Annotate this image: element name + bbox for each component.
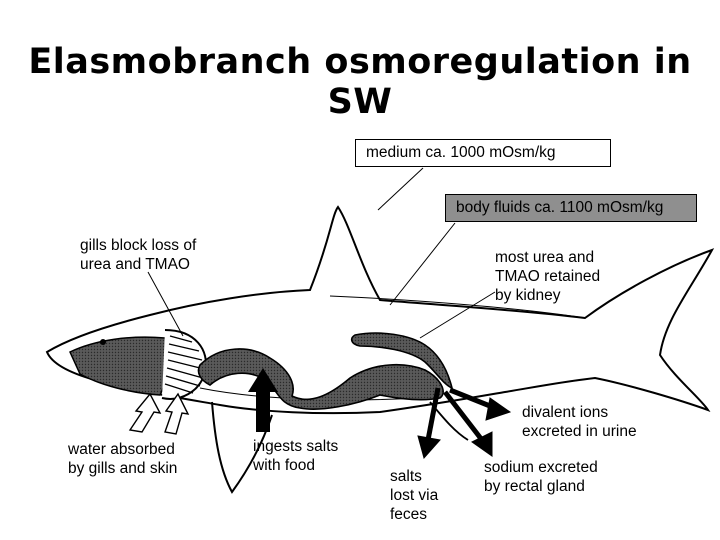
diagram-title: Elasmobranch osmoregulation in SW: [28, 42, 692, 122]
body-fluids-osmolality-box: body fluids ca. 1100 mOsm/kg: [445, 194, 697, 222]
water-absorbed-label: water absorbed by gills and skin: [68, 441, 178, 477]
ingest-arrow: [248, 368, 278, 432]
digestive-tract: [197, 348, 444, 410]
gills-label: gills block loss of urea and TMAO: [80, 237, 197, 273]
medium-osmolality-box: medium ca. 1000 mOsm/kg: [355, 139, 611, 167]
divalent-ions-label: divalent ions excreted in urine: [522, 404, 637, 440]
salts-feces-label: salts lost via feces: [390, 468, 439, 523]
ingests-salts-label: ingests salts with food: [253, 438, 339, 474]
excretion-arrows: [417, 387, 512, 460]
sodium-rectal-label: sodium excreted by rectal gland: [484, 459, 598, 495]
mouth-cavity: [69, 336, 169, 396]
shark-body-outline: [45, 205, 715, 415]
pectoral-fin: [211, 401, 273, 494]
urea-retained-label: most urea and TMAO retained by kidney: [495, 249, 601, 304]
water-arrows: [128, 392, 190, 435]
kidney: [350, 332, 454, 390]
